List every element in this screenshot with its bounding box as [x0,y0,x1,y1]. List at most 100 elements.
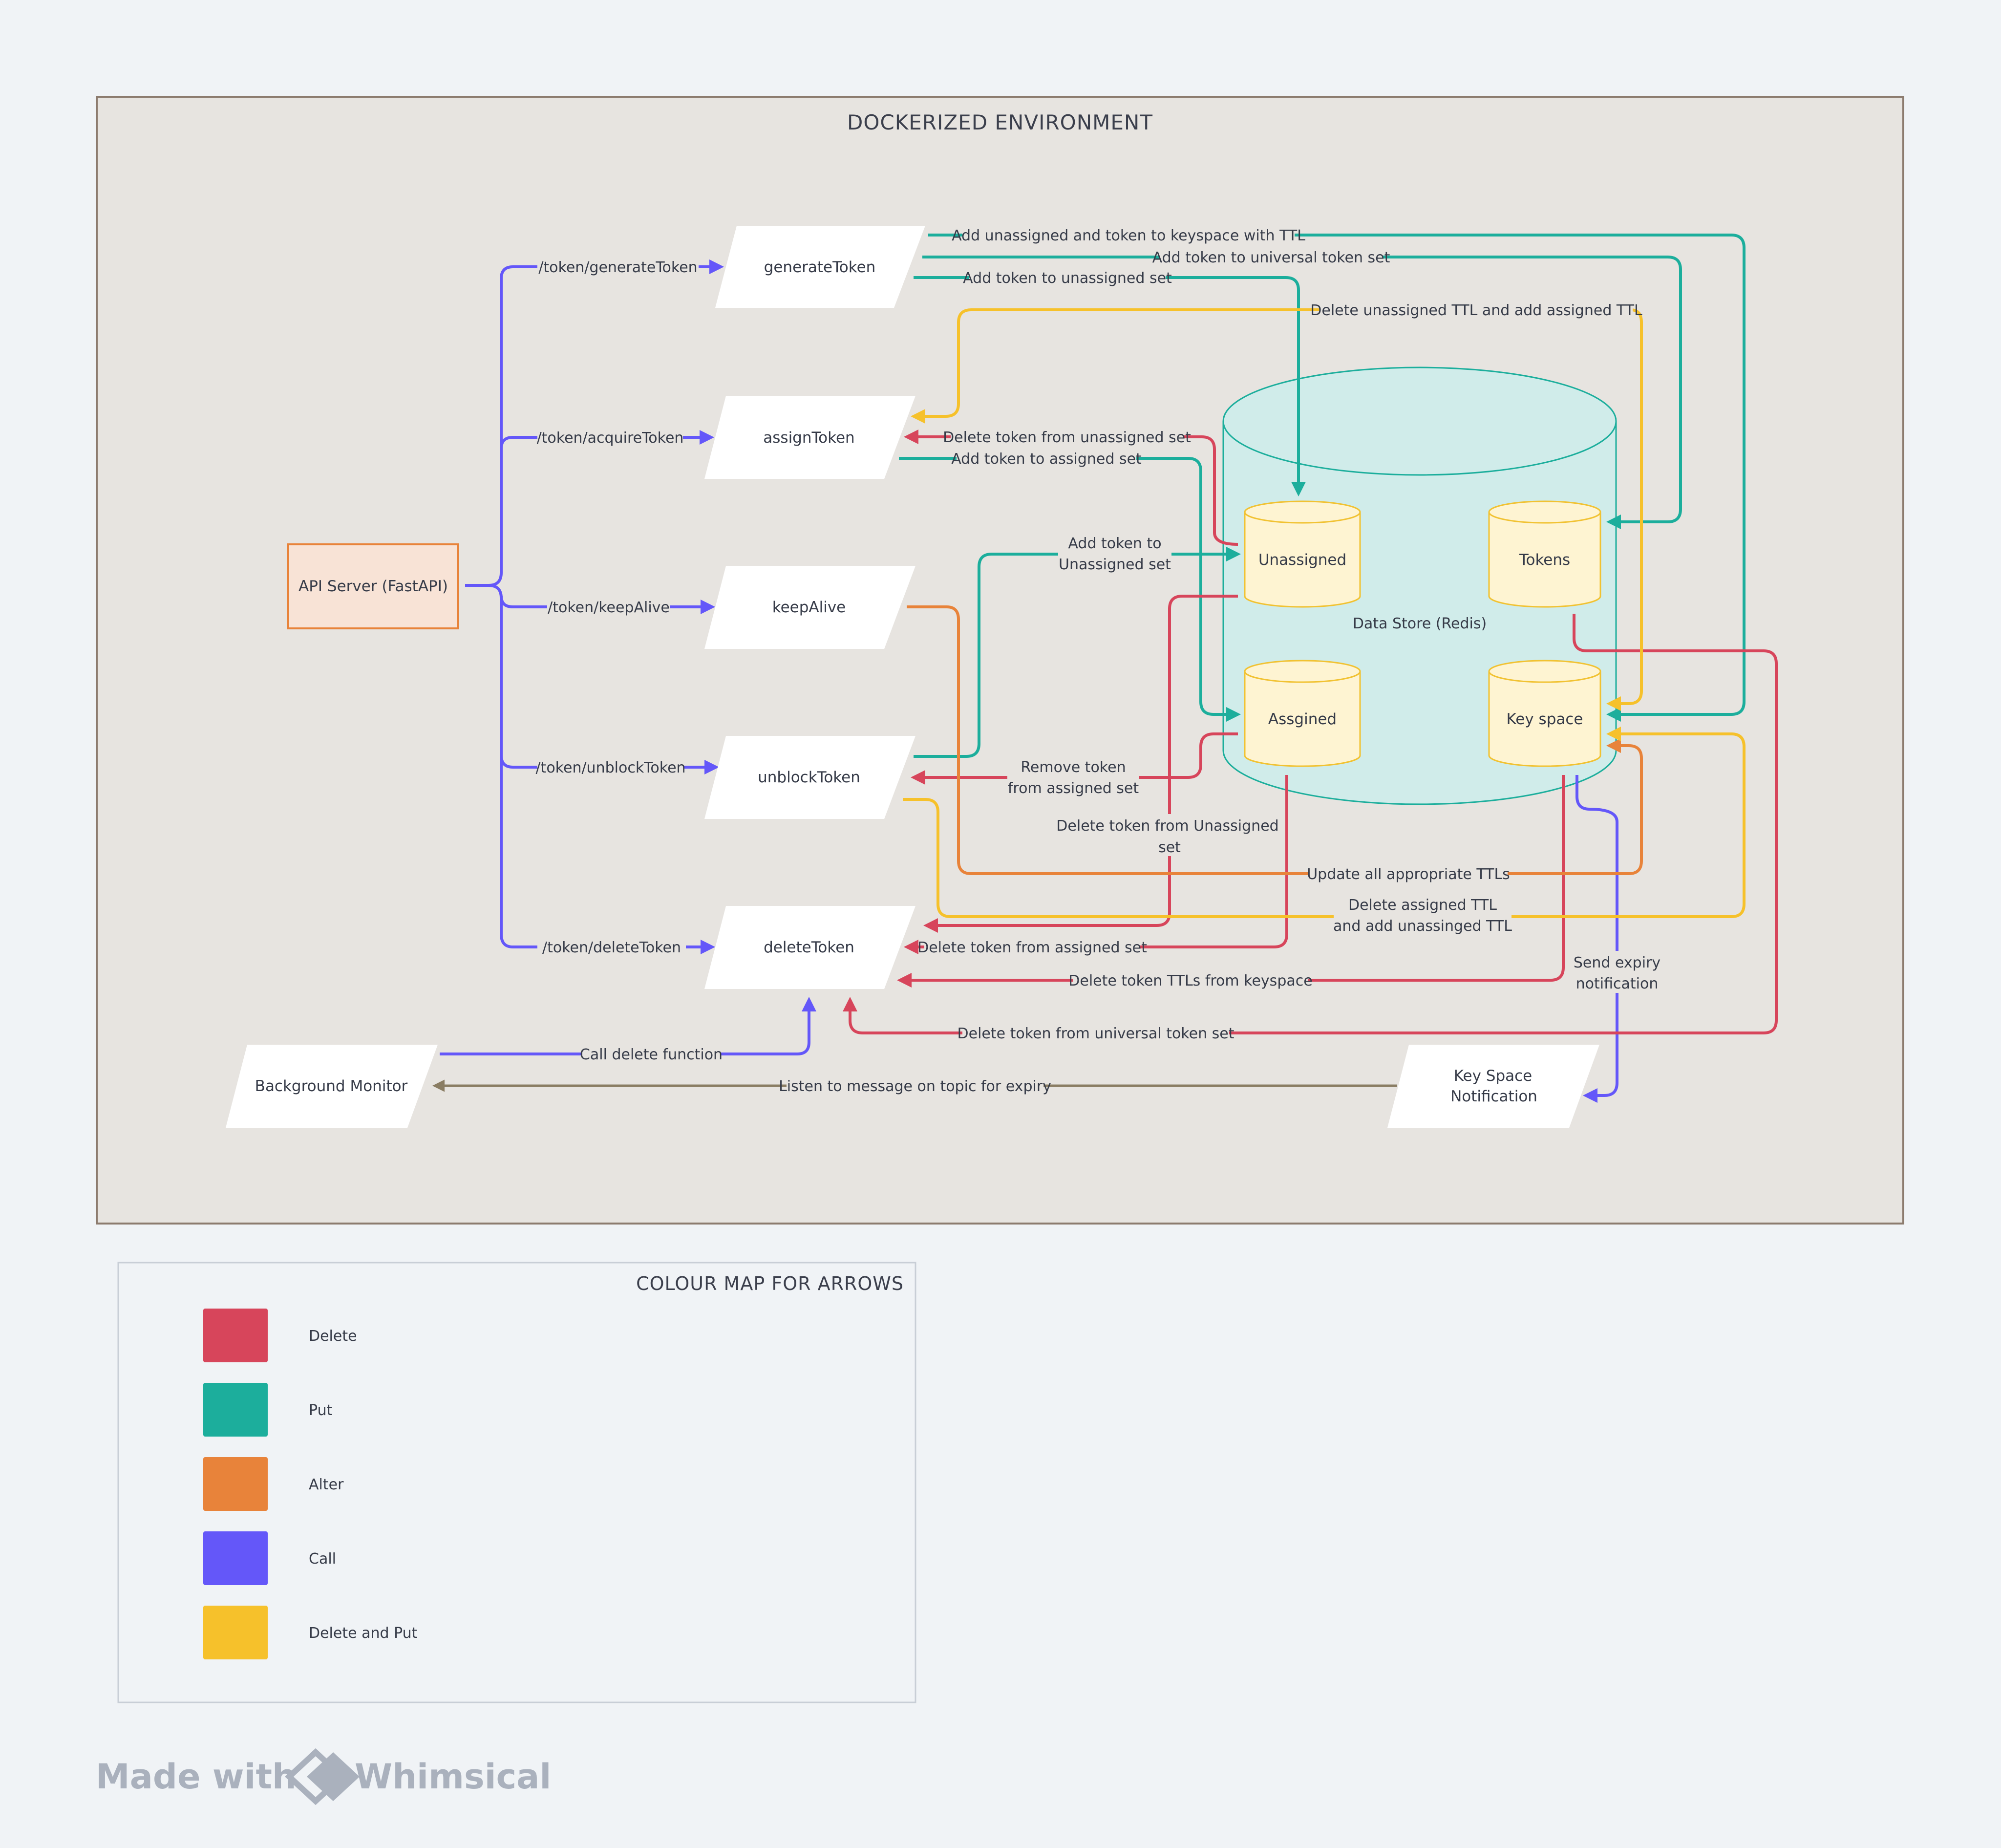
route-acquire-label: /token/acquireToken [537,430,684,447]
route-unblock-label: /token/unblockToken [535,759,685,776]
keep-alive-node[interactable]: keepAlive [704,566,915,649]
route-acquire-branch [500,436,537,449]
delete-unassigned-connector [904,430,1238,546]
label-delete-assigned-ttl-line2: and add unassinged TTL [1333,918,1512,935]
route-unblock-branch [500,755,537,769]
label-add-keyspace-ttl: Add unassigned and token to keyspace wit… [952,227,1305,244]
legend-label: Put [309,1402,333,1419]
label-remove-assigned-line1: Remove token [1021,759,1126,776]
route-generate-label: /token/generateToken [538,259,697,276]
put-universal-connector [922,256,1682,529]
alter-connectors [907,605,1643,875]
assign-token-node[interactable]: assignToken [704,396,915,479]
label-add-assigned-set: Add token to assigned set [951,451,1142,468]
whimsical-watermark[interactable]: Made with Whimsical [96,1748,551,1805]
unassigned-db[interactable]: Unassigned [1244,500,1361,608]
route-labels: /token/generateToken /token/acquireToken… [535,257,699,957]
route-keepalive-branch [500,596,547,608]
label-add-to-unassigned-line2: Unassigned set [1059,556,1171,573]
label-listen-expiry: Listen to message on topic for expiry [779,1078,1051,1095]
legend-swatch-delete [203,1309,268,1362]
alter-ttls-connector [907,605,1643,875]
call-connectors [440,259,1618,1103]
route-keepalive-label: /token/keepAlive [548,599,670,616]
key-space-notification-node[interactable]: Key Space Notification [1387,1045,1599,1128]
unblock-token-label: unblockToken [758,769,860,786]
label-send-expiry-line1: Send expiry [1574,954,1660,971]
background-monitor-node[interactable]: Background Monitor [226,1045,438,1128]
assign-token-label: assignToken [763,429,854,447]
delete-keyspace-ttls-connector [897,775,1565,988]
delete-assigned-delete-connector [904,775,1288,954]
put-keyspace-ttl-connector [928,234,1746,722]
whimsical-brand-text: Whimsical [355,1757,551,1797]
put-connectors [899,234,1746,758]
legend-swatch-put [203,1383,268,1437]
delete-unassigned-delete-connector [923,595,1238,933]
legend-label: Call [309,1550,336,1568]
label-update-ttls: Update all appropriate TTLs [1307,866,1510,883]
api-server-node[interactable]: API Server (FastAPI) [287,543,459,629]
label-send-expiry-line2: notification [1576,975,1659,992]
keep-alive-label: keepAlive [772,599,846,616]
label-delete-unassigned-set-line1: Delete token from Unassigned [1056,817,1278,835]
label-delete-ttls-keyspace: Delete token TTLs from keyspace [1068,972,1312,989]
delete-token-node[interactable]: deleteToken [704,906,915,989]
label-delete-unassigned-ttl: Delete unassigned TTL and add assigned T… [1310,302,1642,319]
delete-assigned-unblock-connector [911,732,1238,785]
put-unblock-unassigned-connector [914,547,1241,758]
key-space-notification-line2: Notification [1450,1088,1537,1105]
made-with-text: Made with [96,1757,297,1797]
legend-item: Put [203,1383,333,1437]
whimsical-logo-icon [285,1748,360,1805]
legend-swatch-delete-and-put [203,1606,268,1659]
swap-ttl-assign-return-connector [911,308,1631,424]
put-unassigned-connector [914,276,1306,496]
label-add-unassigned-set: Add token to unassigned set [963,270,1172,287]
legend-title: COLOUR MAP FOR ARROWS [636,1273,904,1294]
assigned-db-label: Assgined [1268,710,1337,728]
key-space-notification-line1: Key Space [1454,1067,1533,1085]
legend-label: Delete [309,1328,357,1345]
expiry-notification-connector [1575,775,1618,1103]
legend-item: Delete and Put [203,1606,418,1659]
legend-item: Call [203,1531,336,1585]
label-remove-assigned-line2: from assigned set [1008,780,1139,797]
label-delete-from-assigned: Delete token from assigned set [917,939,1147,956]
tokens-db[interactable]: Tokens [1488,500,1601,608]
key-space-db[interactable]: Key space [1488,660,1601,767]
swap-ttl-assign-connector [1606,308,1643,711]
label-call-delete: Call delete function [580,1046,723,1063]
unblock-token-node[interactable]: unblockToken [704,736,915,819]
generate-token-node[interactable]: generateToken [715,226,925,308]
route-delete-label: /token/deleteToken [542,939,681,956]
legend-swatch-alter [203,1457,268,1511]
api-server-label: API Server (FastAPI) [298,578,448,595]
legend-swatch-call [203,1531,268,1585]
generate-token-label: generateToken [764,258,876,276]
edge-labels: Add unassigned and token to keyspace wit… [580,225,1664,1096]
key-space-db-label: Key space [1507,710,1583,728]
label-delete-assigned-ttl-line1: Delete assigned TTL [1348,897,1497,914]
label-add-universal: Add token to universal token set [1152,249,1390,266]
legend-label: Delete and Put [309,1625,418,1642]
environment-title: DOCKERIZED ENVIRONMENT [847,110,1153,134]
put-assigned-connector [899,457,1241,722]
unassigned-db-label: Unassigned [1258,551,1346,569]
legend-item: Delete [203,1309,357,1362]
label-delete-universal: Delete token from universal token set [958,1025,1235,1042]
tokens-db-label: Tokens [1519,551,1570,569]
label-delete-from-unassigned: Delete token from unassigned set [943,429,1191,446]
assigned-db[interactable]: Assgined [1244,660,1361,767]
label-delete-unassigned-set-line2: set [1158,839,1181,856]
label-add-to-unassigned-line1: Add token to [1068,535,1161,552]
data-store-label: Data Store (Redis) [1353,615,1487,632]
legend-panel: COLOUR MAP FOR ARROWS Delete Put Alter C… [117,1262,916,1703]
delete-token-label: deleteToken [764,939,854,956]
background-monitor-label: Background Monitor [255,1077,408,1095]
delete-connectors [843,430,1778,1034]
api-trunk-lower-connector [488,584,537,948]
legend-item: Alter [203,1457,344,1511]
